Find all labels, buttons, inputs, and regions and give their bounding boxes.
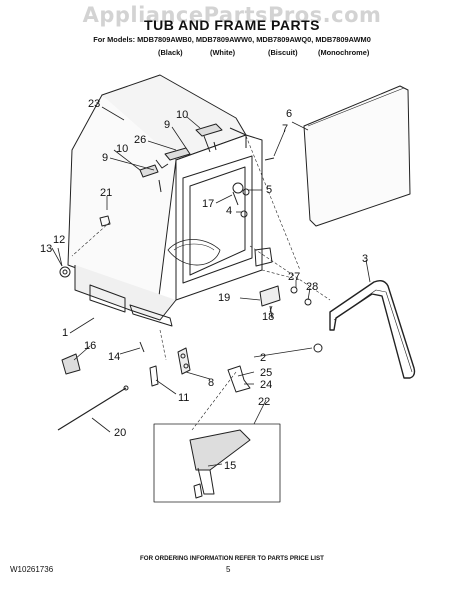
callout-15: 15 — [224, 460, 236, 472]
callout-28: 28 — [306, 281, 318, 293]
callout-17: 17 — [202, 198, 214, 210]
callout-14: 14 — [108, 351, 120, 363]
callout-24: 24 — [260, 379, 272, 391]
callout-11: 11 — [178, 392, 189, 404]
color-white: (White) — [210, 48, 236, 57]
callout-25: 25 — [260, 367, 272, 379]
callout-18: 18 — [262, 311, 274, 323]
callout-5: 5 — [266, 184, 272, 196]
callout-9-mid: 9 — [102, 152, 108, 164]
color-monochrome: (Monochrome) — [318, 48, 370, 57]
callout-27: 27 — [288, 271, 300, 283]
callout-21: 21 — [100, 187, 112, 199]
tub-assembly — [67, 74, 273, 327]
inset-box — [153, 423, 281, 503]
callout-10-mid: 10 — [116, 143, 128, 155]
lower-parts — [57, 285, 323, 431]
callout-13: 13 — [40, 243, 52, 255]
top-brackets — [139, 123, 223, 193]
callout-16: 16 — [84, 340, 96, 352]
watermark: AppliancePartsPros.com — [82, 3, 382, 27]
callout-20: 20 — [114, 427, 126, 439]
callout-26: 26 — [134, 134, 146, 146]
color-biscuit: (Biscuit) — [268, 48, 298, 57]
model-list: For Models: MDB7809AWB0, MDB7809AWW0, MD… — [93, 35, 371, 44]
callout-9-top: 9 — [164, 119, 170, 131]
ordering-note: FOR ORDERING INFORMATION REFER TO PARTS … — [140, 555, 324, 562]
callout-19: 19 — [218, 292, 230, 304]
side-panel — [303, 85, 411, 227]
page-number: 5 — [226, 565, 231, 574]
callout-8: 8 — [208, 377, 214, 389]
callout-2: 2 — [260, 352, 266, 364]
callout-12: 12 — [53, 234, 65, 246]
callouts: 23 10 9 26 10 9 21 6 7 5 17 4 13 12 3 27… — [40, 98, 368, 472]
callout-7: 7 — [282, 123, 288, 135]
callout-1: 1 — [62, 327, 68, 339]
door-gasket — [329, 279, 416, 379]
side-hardware — [59, 157, 275, 278]
callout-6: 6 — [286, 108, 292, 120]
callout-10-top: 10 — [176, 109, 188, 121]
callout-22: 22 — [258, 396, 270, 408]
callout-4: 4 — [226, 205, 232, 217]
page-title: TUB AND FRAME PARTS — [144, 17, 320, 33]
callout-3: 3 — [362, 253, 368, 265]
callout-23: 23 — [88, 98, 100, 110]
color-black: (Black) — [158, 48, 183, 57]
document-code: W10261736 — [10, 565, 54, 574]
